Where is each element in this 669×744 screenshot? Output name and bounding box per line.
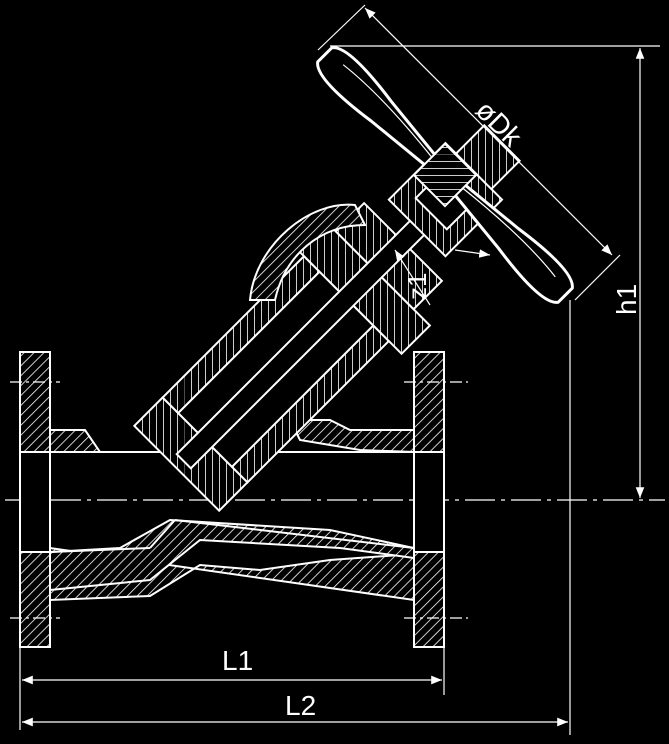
- dimension-l2: L2: [21, 300, 571, 735]
- yoke-arc: [248, 203, 367, 301]
- valve-body: [49, 419, 415, 602]
- l1-label: L1: [222, 645, 253, 676]
- dimension-z1: z1: [394, 249, 491, 306]
- h1-label: h1: [611, 284, 642, 315]
- left-flange: [10, 351, 60, 648]
- z1-label: z1: [402, 273, 432, 300]
- dimension-h1: h1: [330, 45, 660, 498]
- l2-label: L2: [285, 690, 316, 721]
- dimension-l1: L1: [19, 645, 445, 730]
- bonnet-assembly: [132, 123, 522, 513]
- right-flange: [404, 351, 468, 648]
